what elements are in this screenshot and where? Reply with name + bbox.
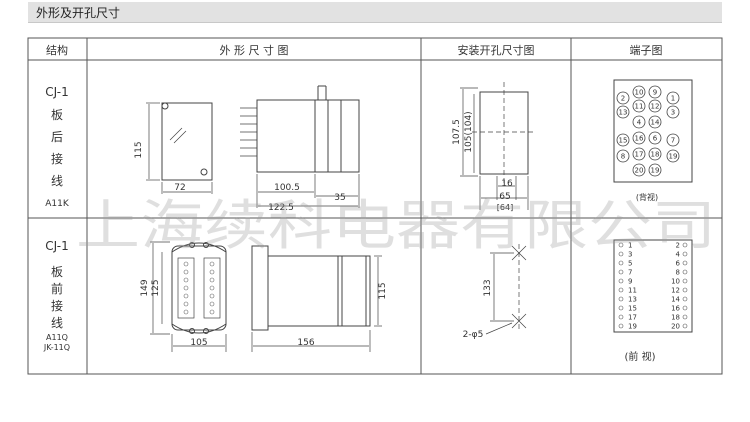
dim-72: 72 [174, 183, 185, 193]
terminal-label: 8 [621, 153, 625, 161]
terminal-label: 4 [676, 251, 681, 259]
row1-wiring-char: 接 [51, 151, 63, 166]
row1-terminal-circles [616, 85, 680, 177]
row1-terminal-labels: 2 10 9 1 11 12 13 3 4 14 15 16 6 7 8 17 … [619, 89, 678, 175]
terminal-label: 2 [676, 242, 680, 250]
terminal-label: 13 [628, 296, 637, 304]
col-header-outline: 外 形 尺 寸 图 [220, 43, 289, 57]
row1-front-view [146, 102, 213, 194]
dim-115-side: 115 [378, 282, 388, 299]
row1-structure: CJ-1 板 后 接 线 A11K [45, 85, 70, 209]
col-header-terminal: 端子图 [630, 44, 663, 57]
terminal-label: 4 [637, 119, 642, 127]
row2-terminal-labels-left: 1 3 5 7 9 11 13 15 17 19 [628, 242, 637, 331]
row2-terminal-labels-right: 2 4 6 8 10 12 14 16 18 20 [671, 242, 680, 331]
row1-terminal-frame [613, 79, 693, 183]
row2-code: JK-11Q [43, 343, 70, 352]
watermark: 上海续科电器有限公司 [76, 194, 716, 257]
row2-front-terminals [183, 261, 215, 315]
row2-structure: CJ-1 板 前 接 线 A11Q JK-11Q [43, 239, 70, 352]
dim-115: 115 [134, 141, 144, 158]
terminal-label: 10 [671, 278, 680, 286]
row2-hole-view [485, 244, 527, 335]
terminal-label: 16 [671, 305, 680, 313]
row2-wiring-char: 线 [51, 316, 63, 330]
terminal-label: 5 [628, 260, 632, 268]
terminal-label: 19 [628, 323, 637, 331]
terminal-label: 17 [635, 151, 644, 159]
row2-model: CJ-1 [45, 239, 68, 253]
dim-156: 156 [297, 338, 314, 348]
terminal-label: 9 [628, 278, 632, 286]
terminal-label: 19 [651, 167, 660, 175]
terminal-label: 10 [635, 89, 644, 97]
row1-wiring-char: 后 [51, 130, 63, 144]
dim-hole-diameter: 2-φ5 [463, 330, 484, 340]
row2-wiring-char: 接 [51, 298, 63, 313]
row1-wiring-char: 线 [51, 174, 63, 188]
dim-107-5: 107.5 [452, 119, 462, 145]
terminal-label: 6 [676, 260, 681, 268]
terminal-label: 11 [635, 103, 644, 111]
terminal-label: 8 [676, 269, 680, 277]
terminal-label: 13 [619, 109, 628, 117]
row2-side-view [251, 245, 382, 352]
row1-code: A11K [45, 199, 70, 209]
terminal-label: 12 [671, 287, 680, 295]
row2-code: A11Q [46, 333, 68, 342]
dim-105: 105 [190, 338, 207, 348]
terminal-label: 6 [653, 135, 658, 143]
terminal-label: 20 [635, 167, 644, 175]
dim-64: [64] [497, 203, 513, 212]
terminal-label: 15 [619, 137, 628, 145]
terminal-label: 18 [651, 151, 660, 159]
row2-terminal-frame [613, 239, 693, 333]
row1-model: CJ-1 [45, 85, 68, 99]
row2-wiring-char: 板 [51, 265, 63, 279]
terminal-label: 19 [669, 153, 678, 161]
row1-wiring-char: 板 [51, 108, 63, 122]
terminal-label: 15 [628, 305, 637, 313]
terminal-label: 3 [628, 251, 632, 259]
terminal-label: 7 [628, 269, 632, 277]
terminal-label: 1 [671, 95, 675, 103]
row2-front-view [150, 241, 227, 352]
dim-100-5: 100.5 [274, 183, 300, 193]
terminal-label: 17 [628, 314, 637, 322]
dim-122-5: 122.5 [268, 203, 294, 213]
terminal-label: 1 [628, 242, 632, 250]
section-header: 外形及开孔尺寸 [28, 2, 722, 23]
terminal-label: 9 [653, 89, 657, 97]
row2-terminal-caption: (前 视) [625, 350, 656, 363]
terminal-label: 20 [671, 323, 680, 331]
dim-105-104: 105(104) [464, 111, 474, 152]
dim-133: 133 [483, 279, 493, 296]
terminal-label: 11 [628, 287, 637, 295]
terminal-label: 12 [651, 103, 660, 111]
dim-35: 35 [334, 193, 345, 203]
row1-hole-view [460, 82, 536, 210]
dim-65: 65 [499, 192, 510, 202]
terminal-label: 14 [671, 296, 680, 304]
terminal-label: 3 [671, 109, 675, 117]
row2-terminal-circles [618, 242, 688, 329]
row2-wiring-char: 前 [51, 281, 63, 296]
terminal-label: 2 [621, 95, 625, 103]
col-header-hole: 安装开孔尺寸图 [458, 43, 535, 57]
terminal-label: 7 [671, 137, 675, 145]
dim-16: 16 [501, 179, 513, 189]
col-header-structure: 结构 [46, 43, 68, 57]
dim-125: 125 [151, 279, 161, 296]
terminal-label: 14 [651, 119, 660, 127]
terminal-label: 16 [635, 135, 644, 143]
table-grid [27, 37, 723, 375]
row1-terminal-caption: (背视) [636, 192, 658, 202]
row1-side-view [240, 85, 360, 208]
dim-149: 149 [140, 279, 150, 296]
section-title: 外形及开孔尺寸 [36, 6, 121, 20]
terminal-label: 18 [671, 314, 680, 322]
